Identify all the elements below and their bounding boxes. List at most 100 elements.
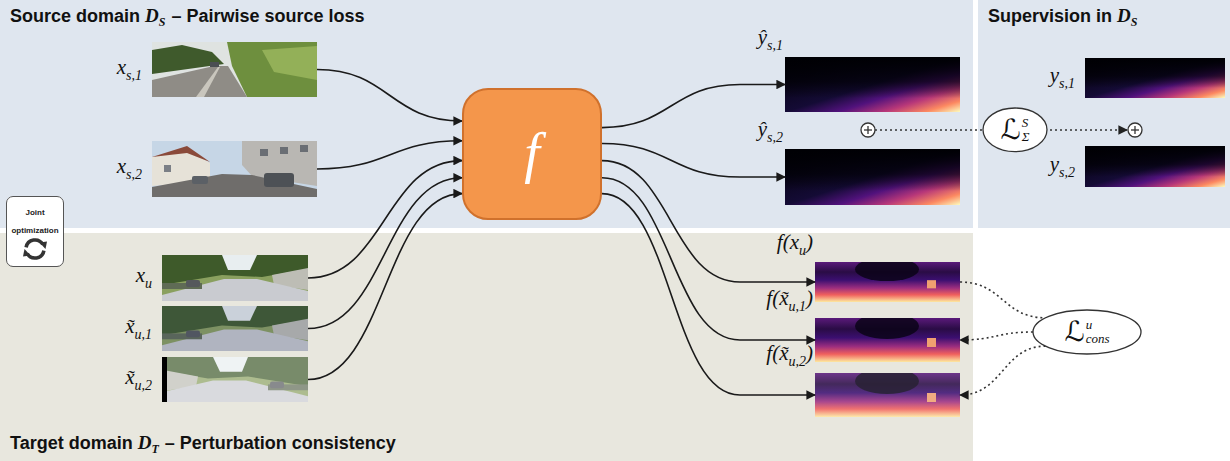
loss-ellipse: ℒSΣ <box>982 107 1048 153</box>
arrow-connector <box>308 161 462 278</box>
math-label: x̃ <box>125 365 134 389</box>
math-label: s,2 <box>126 167 142 182</box>
sum-symbol <box>1128 123 1142 137</box>
arrow-connector <box>602 161 815 282</box>
loss-label: cons <box>1086 332 1110 346</box>
math-label: s,1 <box>1059 76 1075 91</box>
script-stack: ucons <box>1086 318 1110 347</box>
text-group: ŷs,2 <box>758 117 783 147</box>
band-heading: D <box>145 5 159 26</box>
band-heading: – Perturbation consistency <box>165 433 396 453</box>
text-group: Joint optimization <box>9 201 61 238</box>
text-group: f(xu) <box>777 230 813 260</box>
input-image: x̃u,1 <box>162 306 308 351</box>
math-label: u <box>145 276 152 291</box>
synthetic-photo <box>152 141 317 197</box>
network-label: f <box>524 122 540 184</box>
refresh-arrowhead <box>23 249 31 257</box>
math-label: x <box>117 55 126 79</box>
ellipse-shape <box>1033 310 1141 354</box>
domain-band: xux̃u,1x̃u,2f(xu)f(x̃u,1)f(x̃u,2)Target … <box>0 233 973 461</box>
input-image: x̃u,2 <box>162 357 308 402</box>
real-photo <box>162 255 308 301</box>
text-group: f(x̃u,1) <box>766 286 813 316</box>
ellipse-shape <box>983 108 1047 152</box>
math-label: ) <box>806 341 813 365</box>
depth-map-image <box>815 313 960 362</box>
depth-map-image <box>815 257 960 302</box>
math-label: ŷ <box>758 25 767 49</box>
dotted-connector <box>960 282 1046 318</box>
text-group: ys,1 <box>1050 63 1075 93</box>
depth-map: f(x̃u,2) <box>815 373 960 417</box>
joint-optimization-box: Joint optimization <box>6 196 64 267</box>
depth-map: ŷs,1 <box>785 57 960 112</box>
text-group: Supervision inDS <box>988 5 1143 29</box>
text-group: Target domainDT– Perturbation consistenc… <box>10 432 401 456</box>
depth-map: ŷs,2 <box>785 149 960 205</box>
text-group: xu <box>136 263 152 293</box>
text-group: f(x̃u,2) <box>766 341 813 371</box>
math-label: u,2 <box>135 378 153 393</box>
math-label: s,1 <box>767 38 783 53</box>
script-stack: SΣ <box>1022 116 1030 145</box>
text-group: x̃u,1 <box>125 314 152 344</box>
arrow-connector <box>602 85 785 128</box>
brightness-shift <box>162 357 308 402</box>
crop-border <box>162 357 167 402</box>
input-image: xs,2 <box>152 141 317 197</box>
depth-map-image <box>785 57 960 112</box>
math-label: u <box>799 243 806 258</box>
band-heading: T <box>151 442 158 456</box>
math-label: x <box>136 263 145 287</box>
sum-symbol <box>861 123 875 137</box>
box-background <box>6 196 64 266</box>
depth-map-image <box>785 149 960 205</box>
loss-label: u <box>1086 318 1110 332</box>
arrow-connector <box>602 143 785 177</box>
synthetic-photo <box>152 42 317 97</box>
depth-map-image <box>1085 58 1225 98</box>
math-label: x̃ <box>125 314 134 338</box>
math-label: ) <box>806 230 813 254</box>
band-background <box>0 233 973 461</box>
math-label: u,1 <box>135 327 153 342</box>
math-label: s,1 <box>126 68 142 83</box>
brightness-shift <box>815 373 960 417</box>
panel-heading: D <box>1117 5 1131 26</box>
math-label: y <box>1050 152 1059 176</box>
arrow-connector <box>308 194 462 380</box>
loss-label: ℒ <box>1064 316 1084 347</box>
depth-map-image <box>815 368 960 417</box>
real-photo <box>162 306 308 351</box>
text-group: f <box>524 120 540 187</box>
band-heading: S <box>159 15 166 29</box>
band-heading: – Pairwise source loss <box>171 6 364 26</box>
math-label: f(x <box>777 230 799 254</box>
math-label: f(x̃ <box>766 341 788 365</box>
loss-ellipse: ℒucons <box>1032 309 1142 355</box>
math-label: u,2 <box>789 354 807 369</box>
depth-map: f(xu) <box>815 262 960 302</box>
text-group: xs,2 <box>117 154 142 184</box>
math-label: f(x̃ <box>766 286 788 310</box>
band-heading: Source domain <box>10 6 140 26</box>
math-label: ) <box>806 286 813 310</box>
input-image: xs,1 <box>152 42 317 97</box>
text-group: Source domainDS – Pairwise source loss <box>10 5 370 29</box>
text-group: x̃u,2 <box>125 365 152 395</box>
loss-label: ℒ <box>1001 114 1021 145</box>
math-label: u,1 <box>789 299 807 314</box>
text-group: xs,1 <box>117 55 142 85</box>
math-label: s,2 <box>1059 165 1075 180</box>
band-heading: D <box>138 432 152 453</box>
color-shift <box>162 306 308 351</box>
arrow-connector <box>602 178 815 340</box>
depth-map: f(x̃u,1) <box>815 318 960 362</box>
text-group: ŷs,1 <box>758 25 783 55</box>
math-label: x <box>117 154 126 178</box>
refresh-arrowhead <box>40 242 48 250</box>
